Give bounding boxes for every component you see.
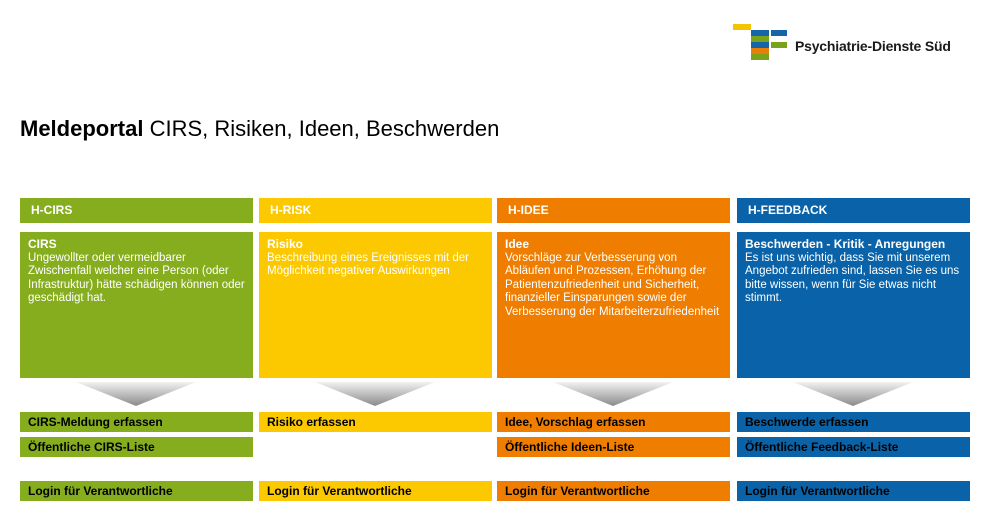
action-public-list-idea[interactable]: Öffentliche Ideen-Liste xyxy=(497,437,730,457)
column-header: H-RISK xyxy=(259,198,492,223)
column-description: CIRS Ungewollter oder vermeidbarer Zwisc… xyxy=(20,232,253,378)
page-title-bold: Meldeportal xyxy=(20,116,144,141)
description-text: Ungewollter oder vermeidbarer Zwischenfa… xyxy=(28,251,245,305)
down-arrow-icon xyxy=(76,382,196,406)
login-button-cirs[interactable]: Login für Verantwortliche xyxy=(20,481,253,501)
down-arrow-icon xyxy=(793,382,913,406)
column-header: H-CIRS xyxy=(20,198,253,223)
login-button-risk[interactable]: Login für Verantwortliche xyxy=(259,481,492,501)
description-text: Es ist uns wichtig, dass Sie mit unserem… xyxy=(745,251,960,305)
action-report-risk[interactable]: Risiko erfassen xyxy=(259,412,492,432)
description-text: Beschreibung eines Ereignisses mit der M… xyxy=(267,251,469,278)
description-title: Idee xyxy=(505,237,530,251)
down-arrow-icon xyxy=(553,382,673,406)
action-report-cirs[interactable]: CIRS-Meldung erfassen xyxy=(20,412,253,432)
description-title: CIRS xyxy=(28,237,57,251)
column-description: Beschwerden - Kritik - Anregungen Es ist… xyxy=(737,232,970,378)
brand-logo: Psychiatrie-Dienste Süd xyxy=(733,22,973,62)
column-cirs: H-CIRS CIRS Ungewollter oder vermeidbare… xyxy=(20,198,253,501)
description-title: Risiko xyxy=(267,237,304,251)
action-report-idea[interactable]: Idee, Vorschlag erfassen xyxy=(497,412,730,432)
column-description: Idee Vorschläge zur Verbesserung von Abl… xyxy=(497,232,730,378)
login-button-feedback[interactable]: Login für Verantwortliche xyxy=(737,481,970,501)
page-title: Meldeportal CIRS, Risiken, Ideen, Beschw… xyxy=(20,116,499,142)
login-button-idea[interactable]: Login für Verantwortliche xyxy=(497,481,730,501)
description-title: Beschwerden - Kritik - Anregungen xyxy=(745,237,946,251)
down-arrow-icon xyxy=(315,382,435,406)
action-report-feedback[interactable]: Beschwerde erfassen xyxy=(737,412,970,432)
column-feedback: H-FEEDBACK Beschwerden - Kritik - Anregu… xyxy=(737,198,970,501)
action-public-list-cirs[interactable]: Öffentliche CIRS-Liste xyxy=(20,437,253,457)
column-header: H-IDEE xyxy=(497,198,730,223)
column-risk: H-RISK Risiko Beschreibung eines Ereigni… xyxy=(259,198,492,501)
description-text: Vorschläge zur Verbesserung von Abläufen… xyxy=(505,251,720,318)
page-title-rest: CIRS, Risiken, Ideen, Beschwerden xyxy=(143,116,500,141)
column-header: H-FEEDBACK xyxy=(737,198,970,223)
column-description: Risiko Beschreibung eines Ereignisses mi… xyxy=(259,232,492,378)
column-idea: H-IDEE Idee Vorschläge zur Verbesserung … xyxy=(497,198,730,501)
action-public-list-feedback[interactable]: Öffentliche Feedback-Liste xyxy=(737,437,970,457)
logo-text: Psychiatrie-Dienste Süd xyxy=(795,38,951,54)
logo-mark-icon xyxy=(733,22,789,62)
